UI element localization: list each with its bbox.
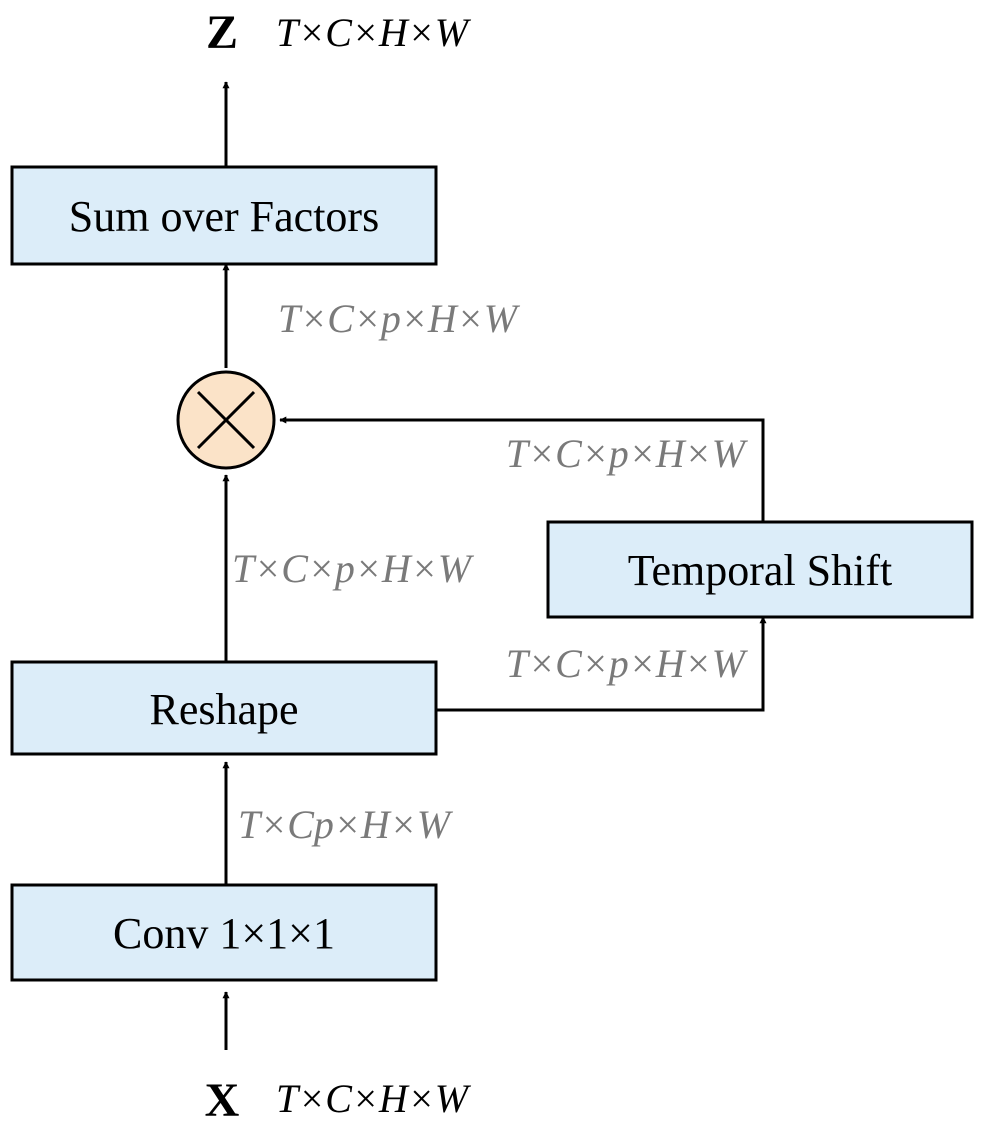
conv-box: Conv 1×1×1	[10, 883, 438, 982]
sum-over-factors-box: Sum over Factors	[10, 165, 438, 266]
edge-label-conv-to-reshape: T×Cp×H×W	[238, 802, 454, 847]
sum-over-factors-label: Sum over Factors	[69, 192, 379, 241]
reshape-label: Reshape	[149, 685, 298, 734]
temporal-shift-box: Temporal Shift	[546, 520, 974, 619]
input-dims: T×C×H×W	[276, 1076, 472, 1121]
temporal-shift-label: Temporal Shift	[628, 546, 893, 595]
output-symbol: Z	[206, 6, 238, 59]
output-dims: T×C×H×W	[276, 10, 472, 55]
reshape-box: Reshape	[10, 660, 438, 756]
conv-label: Conv 1×1×1	[113, 909, 335, 958]
edge-label-reshape-to-mult: T×C×p×H×W	[232, 546, 475, 591]
edge-label-reshape-to-shift: T×C×p×H×W	[506, 641, 749, 686]
edge-temporal-shift-to-multiply	[279, 416, 765, 522]
multiply-node	[176, 370, 276, 470]
edge-label-mult-to-sum: T×C×p×H×W	[278, 296, 521, 341]
input-symbol: X	[205, 1074, 240, 1125]
edge-label-shift-to-mult: T×C×p×H×W	[506, 431, 749, 476]
edge-reshape-to-temporal-shift	[436, 616, 767, 712]
